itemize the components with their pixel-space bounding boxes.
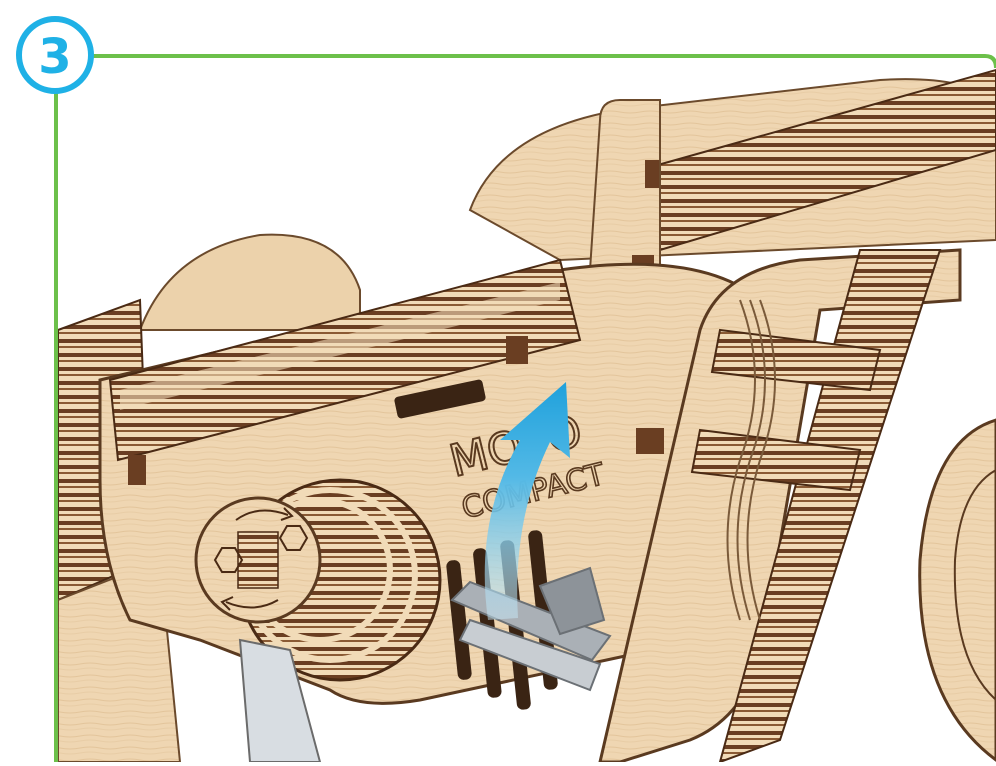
rear-fender xyxy=(140,235,360,330)
front-wheel xyxy=(920,420,996,760)
step-number: 3 xyxy=(38,29,71,85)
